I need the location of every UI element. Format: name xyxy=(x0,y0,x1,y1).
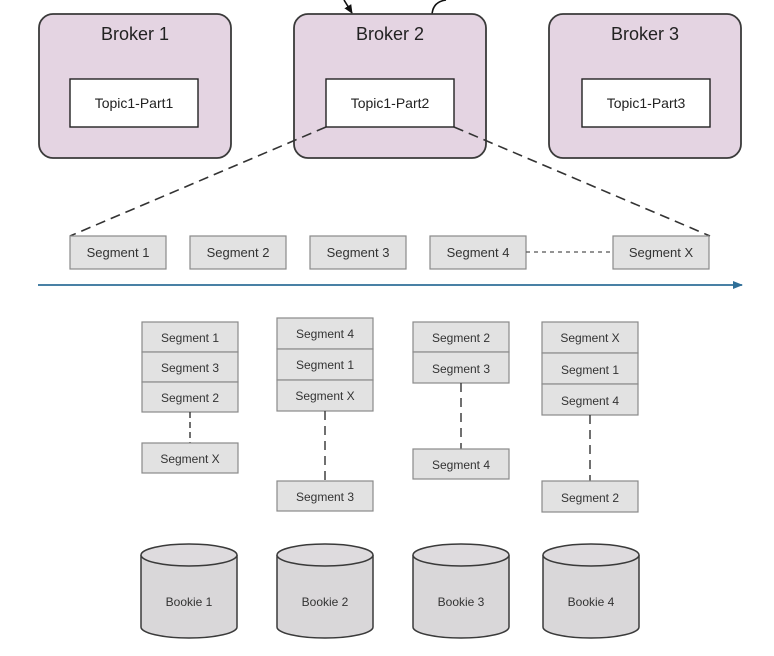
bookie-label: Bookie 4 xyxy=(568,595,615,609)
broker-1-title: Broker 1 xyxy=(101,24,169,44)
partition-box xyxy=(69,78,199,128)
segment-box xyxy=(141,351,239,383)
bookie-label: Bookie 3 xyxy=(438,595,485,609)
segment-box xyxy=(276,317,374,350)
segment-label: Segment 3 xyxy=(161,361,219,375)
segment-label: Segment 2 xyxy=(207,245,270,260)
segment-label: Segment 4 xyxy=(296,327,354,341)
bookie-3-cylinder: Bookie 3 xyxy=(412,543,510,639)
partition-box xyxy=(581,78,711,128)
segment-label: Segment 3 xyxy=(327,245,390,260)
segment-label: Segment 2 xyxy=(432,331,490,345)
partition-box xyxy=(325,78,455,128)
segment-label: Segment X xyxy=(560,331,619,345)
segment-box xyxy=(412,351,510,384)
partition-label: Topic1-Part3 xyxy=(607,95,686,111)
segment-box xyxy=(141,321,239,353)
segment-label: Segment 3 xyxy=(432,362,490,376)
segment-box xyxy=(276,379,374,412)
segment-box xyxy=(429,235,527,270)
segment-label: Segment 4 xyxy=(447,245,510,260)
segment-box xyxy=(541,352,639,385)
broker-3-title: Broker 3 xyxy=(611,24,679,44)
segment-box xyxy=(412,448,510,480)
segment-label: Segment 1 xyxy=(87,245,150,260)
broker-3: Broker 3 Topic1-Part3 xyxy=(548,13,742,159)
bookie-column-3: Segment 2 Segment 3 Segment 4 xyxy=(412,321,510,480)
broker-2-title: Broker 2 xyxy=(356,24,424,44)
segment-box xyxy=(612,235,710,270)
broker-2: Broker 2 Topic1-Part2 xyxy=(293,13,487,159)
segment-label: Segment 1 xyxy=(161,331,219,345)
segment-label: Segment 2 xyxy=(561,491,619,505)
bookie-2-cylinder: Bookie 2 xyxy=(276,543,374,639)
segment-label: Segment 4 xyxy=(561,394,619,408)
segment-box xyxy=(309,235,407,270)
segment-label: Segment 2 xyxy=(161,391,219,405)
segment-label: Segment 1 xyxy=(561,363,619,377)
segment-box xyxy=(276,348,374,381)
zoom-line-left xyxy=(69,126,327,237)
segment-label: Segment X xyxy=(160,452,219,466)
bookie-column-4: Segment X Segment 1 Segment 4 Segment 2 xyxy=(541,321,639,513)
segment-box xyxy=(189,235,287,270)
segment-box xyxy=(141,442,239,474)
incoming-arrow-left xyxy=(343,0,353,14)
zoom-line-right xyxy=(453,126,711,237)
bookie-column-1: Segment 1 Segment 3 Segment 2 Segment X xyxy=(141,321,239,474)
bookie-column-2: Segment 4 Segment 1 Segment X Segment 3 xyxy=(276,317,374,512)
segment-box xyxy=(276,480,374,512)
segment-label: Segment 1 xyxy=(296,358,354,372)
segment-box xyxy=(412,321,510,353)
segment-label: Segment 3 xyxy=(296,490,354,504)
segment-row: Segment 1 Segment 2 Segment 3 Segment 4 … xyxy=(69,235,710,270)
segment-label: Segment 4 xyxy=(432,458,490,472)
partition-label: Topic1-Part1 xyxy=(95,95,174,111)
bookie-label: Bookie 1 xyxy=(166,595,213,609)
segment-box xyxy=(541,480,639,513)
segment-box xyxy=(541,383,639,416)
bookie-1-cylinder: Bookie 1 xyxy=(140,543,238,639)
segment-label: Segment X xyxy=(629,245,694,260)
bookie-label: Bookie 2 xyxy=(302,595,349,609)
segment-box xyxy=(69,235,167,270)
broker-1: Broker 1 Topic1-Part1 xyxy=(38,13,232,159)
bookie-4-cylinder: Bookie 4 xyxy=(542,543,640,639)
segment-label: Segment X xyxy=(295,389,354,403)
partition-label: Topic1-Part2 xyxy=(351,95,430,111)
